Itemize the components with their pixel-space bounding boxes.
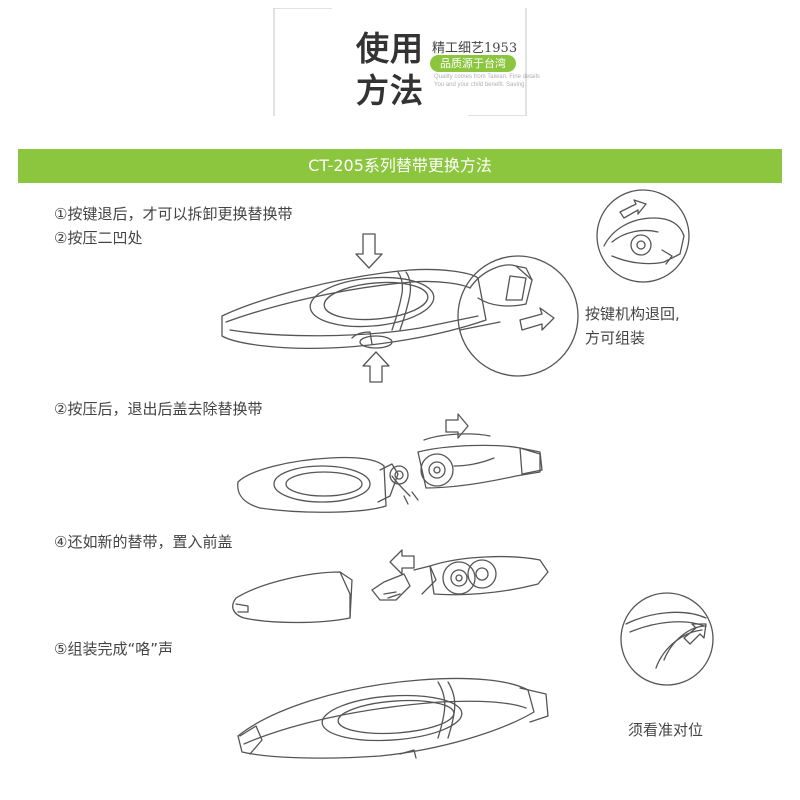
- quality-badge: 品质源于台湾: [430, 55, 516, 72]
- button-detail-illustration: [597, 190, 689, 282]
- header-corner-lines: [273, 8, 527, 116]
- tape-disassemble-illustration: [238, 414, 542, 512]
- section-title: CT-205系列替带更换方法: [308, 156, 492, 175]
- note-button-retract-line2: 方可组装: [585, 329, 646, 347]
- alignment-detail-illustration: [621, 593, 713, 685]
- page-title-line2: 方法: [356, 71, 424, 110]
- step-3-text: ②按压后，退出后盖去除替换带: [54, 400, 263, 418]
- brand-slogan: 精工细艺1953: [432, 41, 518, 56]
- tape-refill-illustration: [233, 550, 548, 623]
- page-title-line1: 使用: [356, 29, 424, 68]
- tape-press-illustration: [222, 234, 578, 382]
- note-button-retract-line1: 按键机构退回,: [585, 305, 680, 323]
- note-align-check: 须看准对位: [628, 721, 704, 739]
- tape-assembled-illustration: [238, 678, 548, 758]
- section-title-band: CT-205系列替带更换方法: [18, 149, 782, 183]
- step-2-text: ②按压二凹处: [54, 229, 143, 247]
- step-5-text: ⑤组装完成“咯”声: [54, 640, 173, 658]
- step-4-text: ④还如新的替带，置入前盖: [54, 533, 233, 551]
- english-slogan-line1: Quality comes from Taiwan. Fine details: [434, 74, 540, 80]
- english-slogan-line2: You and your child benefit. Saving: [434, 82, 525, 88]
- header-frame: [272, 8, 528, 116]
- step-1-text: ①按键退后，才可以拆卸更换替换带: [54, 205, 293, 223]
